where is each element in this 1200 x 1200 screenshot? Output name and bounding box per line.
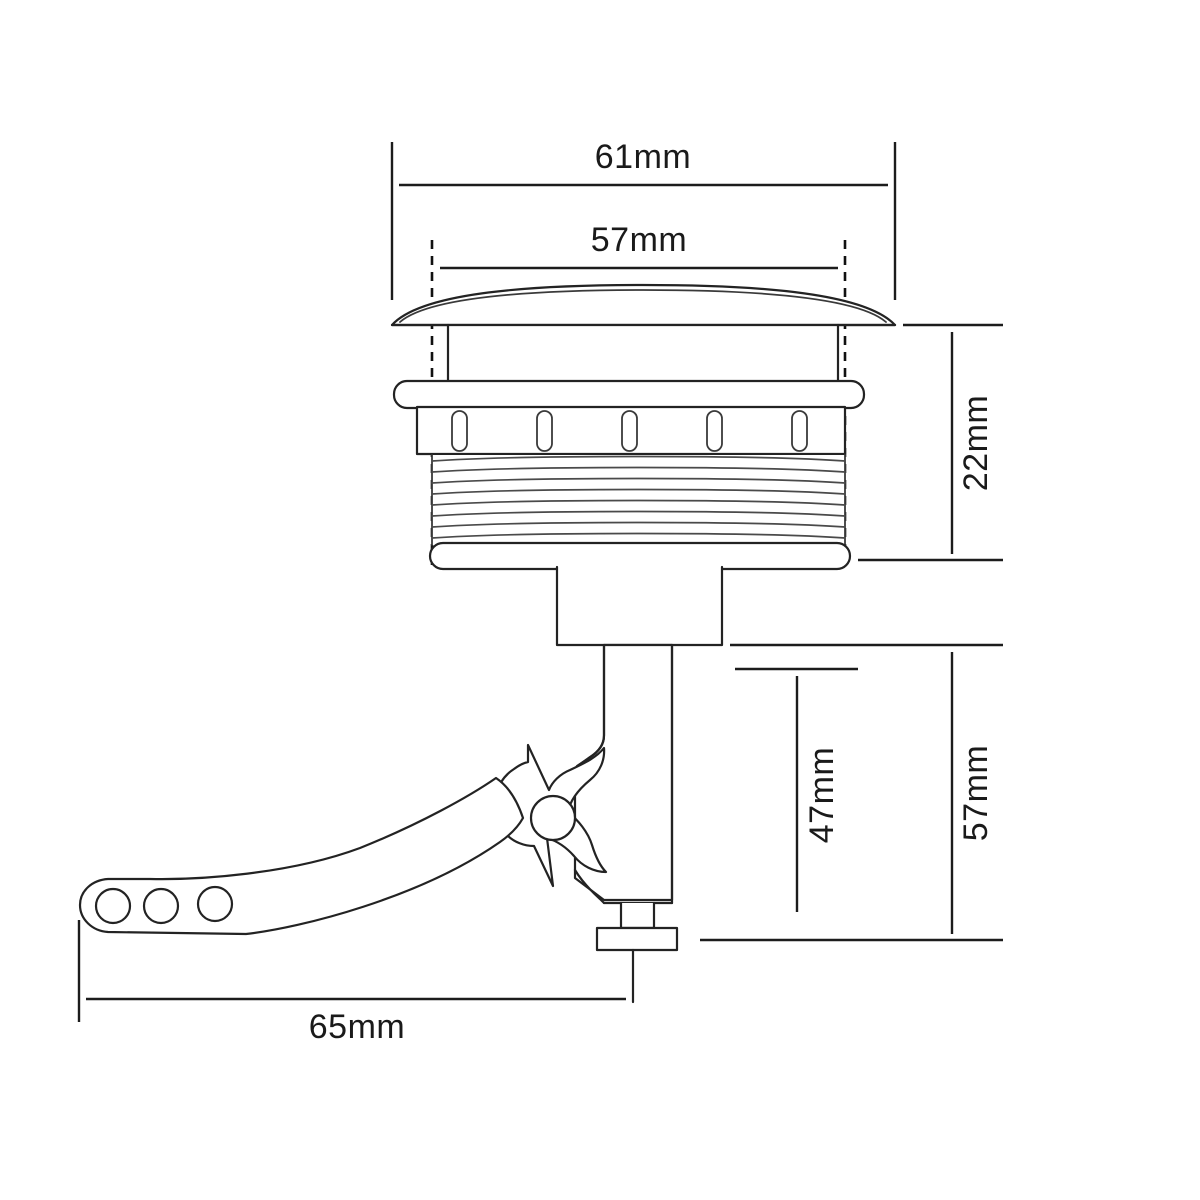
pivot-hub-bore	[529, 794, 577, 842]
lever-arm	[78, 776, 525, 936]
plunger-foot-plate	[595, 926, 679, 952]
lock-nut-outline	[428, 541, 852, 571]
dim-label-61mm: 61mm	[595, 138, 691, 176]
shaft-left-upper-edge	[575, 643, 606, 768]
dimension-57mm-height: 57mm	[700, 643, 1003, 942]
pivot-hub	[493, 743, 608, 888]
connector-block-outline	[555, 565, 724, 647]
threaded-barrel	[431, 454, 846, 546]
domed-button-cap	[390, 283, 897, 327]
dim-label-57mm-width: 57mm	[591, 221, 687, 259]
dimension-61mm: 61mm	[390, 138, 897, 300]
shaft-left-lower-edge	[573, 868, 606, 905]
dimension-22mm: 22mm	[858, 323, 1003, 562]
dim-label-65mm: 65mm	[309, 1008, 405, 1046]
flange-ring-outline	[392, 379, 866, 410]
connector-block	[555, 565, 724, 647]
thread-turn-3	[431, 477, 846, 484]
flange-ring	[392, 379, 866, 410]
vent-slot-3	[621, 410, 638, 452]
lever-hole-3	[196, 885, 234, 923]
plunger-neck	[619, 901, 656, 930]
cap-body-outline	[446, 323, 840, 385]
thread-turn-8	[431, 532, 846, 539]
vent-slot-1	[451, 410, 468, 452]
lever-hole-2	[142, 887, 180, 925]
dimension-65mm: 65mm	[77, 920, 626, 1046]
thread-turn-6	[431, 510, 846, 517]
thread-turn-1	[431, 455, 846, 462]
thread-turn-7	[431, 521, 846, 528]
vent-slot-2	[536, 410, 553, 452]
thread-turn-2	[431, 466, 846, 473]
dim-label-57mm-height: 57mm	[957, 745, 995, 841]
dim-label-22mm: 22mm	[957, 395, 995, 491]
dome-cap-inner-highlight	[399, 289, 887, 323]
dimension-47mm: 47mm	[735, 667, 858, 912]
thread-turn-5	[431, 499, 846, 506]
plunger-foot	[595, 901, 679, 1004]
lever-arm-outline	[78, 776, 525, 936]
thread-turn-4	[431, 488, 846, 495]
vent-collar	[415, 405, 847, 456]
dim-label-47mm: 47mm	[803, 747, 841, 843]
lock-nut-ring	[428, 541, 852, 571]
cap-body-block	[390, 323, 897, 385]
actuator-shaft	[573, 643, 674, 905]
vent-slot-5	[791, 410, 808, 452]
lever-hole-1	[94, 887, 132, 925]
vent-slot-4	[706, 410, 723, 452]
